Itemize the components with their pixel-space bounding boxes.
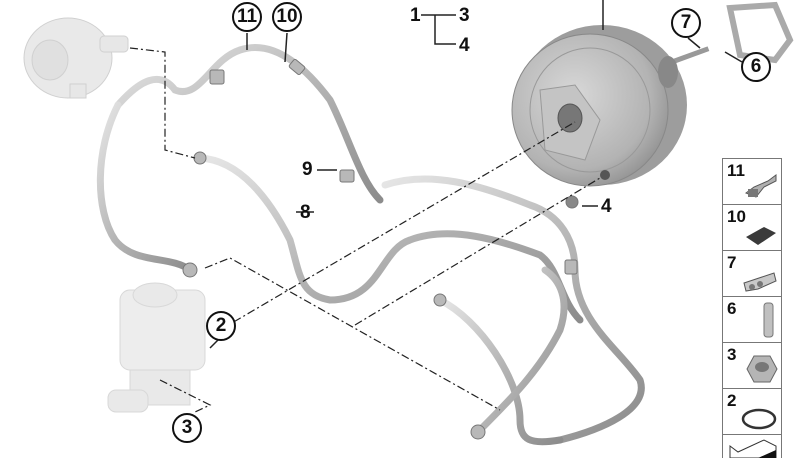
vacuum-line-lower [436,296,564,446]
callout-7[interactable]: 7 [671,8,701,38]
callout-11[interactable]: 11 [232,2,262,32]
label-9[interactable]: 9 [302,159,313,180]
part-number: 7 [727,253,737,272]
hex-nut-icon [746,355,778,383]
part-number: 6 [727,299,737,318]
label-3[interactable]: 3 [459,5,470,26]
spring-clip-icon [743,272,777,292]
callout-3[interactable]: 3 [172,413,202,443]
callout-2[interactable]: 2 [206,311,236,341]
part-item-6[interactable]: 6 [723,296,781,342]
brake-master-cylinder [107,282,206,413]
part-item-3[interactable]: 3 [723,342,781,388]
part-number: 11 [727,161,745,180]
part-item-kit[interactable] [723,434,781,458]
gasket [726,1,794,64]
part-item-2[interactable]: 2 [723,388,781,434]
part-item-11[interactable]: 11 [723,158,781,204]
label-8[interactable]: 8 [300,202,311,223]
label-1[interactable]: 1 [410,5,421,26]
kit-box-icon [729,439,777,458]
vacuum-pump [23,17,129,99]
part-number: 10 [727,207,746,226]
parts-list: 11 10 7 6 3 2 [722,158,782,458]
part-number: 2 [727,391,737,410]
o-ring-icon [741,408,777,430]
label-4[interactable]: 4 [601,196,612,217]
brake-booster [511,0,710,187]
vacuum-line-8 [196,154,584,324]
pin-icon [763,302,774,338]
part-item-7[interactable]: 7 [723,250,781,296]
callout-6[interactable]: 6 [741,52,771,82]
vacuum-line-left-loop [96,101,194,274]
bracket-clip-icon [744,174,777,198]
label-4-top[interactable]: 4 [459,35,470,56]
part-item-10[interactable]: 10 [723,204,781,250]
foam-pad-icon [746,227,776,245]
vacuum-line-cross [476,266,568,434]
part-number: 3 [727,345,737,364]
callout-10[interactable]: 10 [272,2,302,32]
